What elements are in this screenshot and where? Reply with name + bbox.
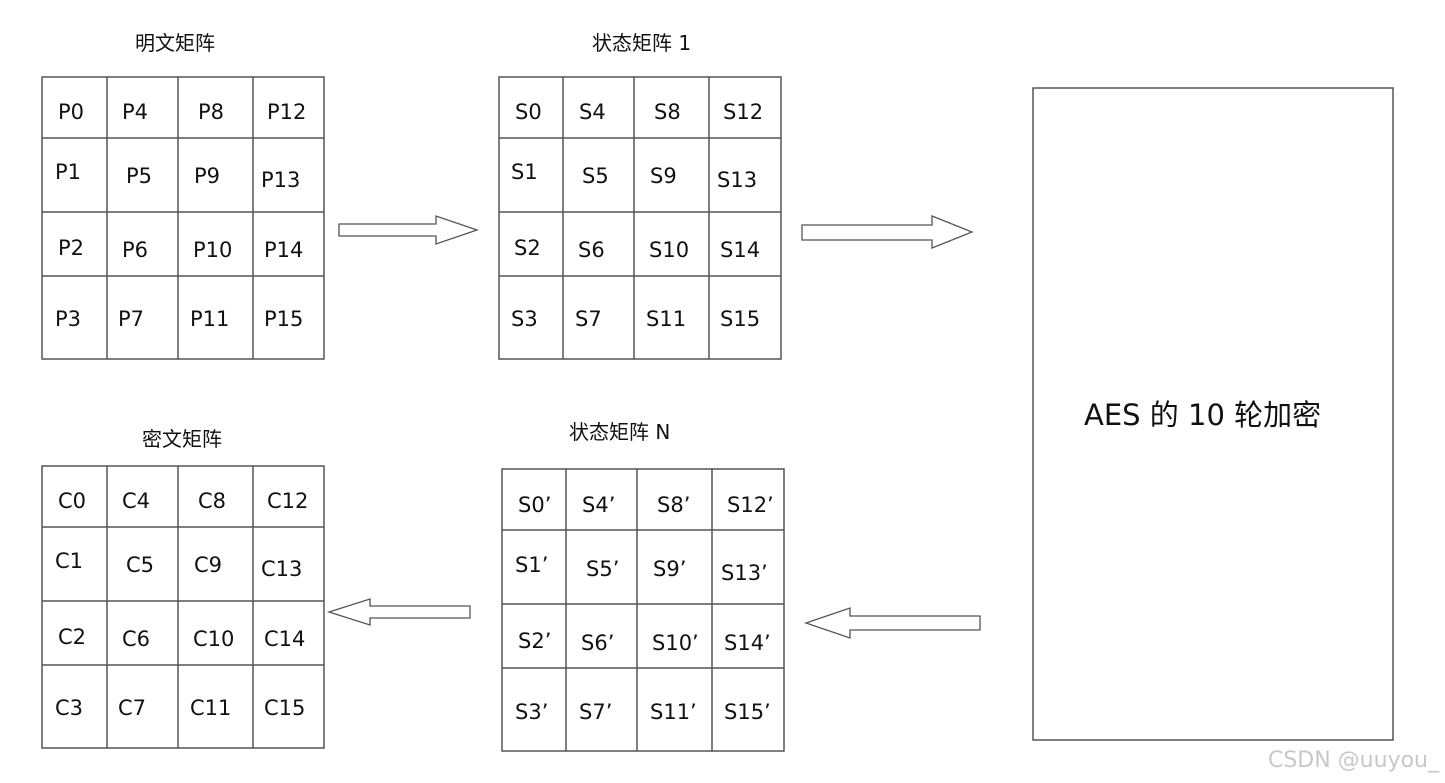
plaintext-cell: P7 (118, 307, 145, 331)
stateN-cell: S13’ (721, 561, 768, 585)
stateN-cell: S11’ (650, 700, 697, 724)
ciphertext-cell: C8 (198, 489, 227, 513)
plaintext-cell: P5 (126, 164, 153, 188)
ciphertext-cell: C4 (122, 489, 151, 513)
plaintext-cell: P15 (264, 307, 304, 331)
ciphertext-cell: C3 (55, 696, 84, 720)
ciphertext-cell: C2 (58, 625, 87, 649)
state1-cell: S2 (514, 236, 541, 260)
plaintext-cell: P13 (261, 168, 301, 192)
state1-cell: S0 (515, 100, 542, 124)
stateN-cell: S0’ (518, 493, 552, 517)
state1-grid (498, 76, 782, 360)
stateN-cell: S4’ (582, 493, 616, 517)
stateN-cell: S10’ (652, 631, 699, 655)
state1-cell: S6 (578, 238, 605, 262)
ciphertext-grid (41, 465, 325, 749)
ciphertext-cell: C9 (194, 553, 223, 577)
stateN-cell: S5’ (586, 557, 620, 581)
stateN-grid (501, 468, 785, 752)
arrow-stateN-to-ciphertext (326, 598, 471, 626)
ciphertext-cell: C0 (58, 489, 87, 513)
ciphertext-title: 密文矩阵 (142, 427, 222, 451)
arrow-aes-to-stateN (803, 607, 981, 639)
state1-cell: S8 (654, 100, 681, 124)
plaintext-cell: P1 (55, 160, 82, 184)
plaintext-cell: P9 (194, 164, 221, 188)
stateN-title: 状态矩阵 N (569, 420, 671, 444)
ciphertext-cell: C5 (126, 553, 155, 577)
watermark: CSDN @uuyou_ (1267, 748, 1439, 773)
plaintext-cell: P10 (193, 238, 233, 262)
arrow-plaintext-to-state1 (338, 215, 480, 245)
state1-cell: S13 (717, 168, 758, 192)
stateN-cell: S14’ (724, 631, 771, 655)
plaintext-cell: P14 (264, 238, 304, 262)
stateN-cell: S9’ (653, 557, 687, 581)
ciphertext-cell: C10 (193, 627, 235, 651)
plaintext-cell: P3 (55, 307, 82, 331)
state1-cell: S12 (723, 100, 764, 124)
aes-box (1032, 87, 1394, 741)
ciphertext-cell: C14 (264, 627, 306, 651)
plaintext-cell: P8 (198, 100, 225, 124)
stateN-cell: S3’ (515, 700, 549, 724)
plaintext-title: 明文矩阵 (135, 31, 215, 55)
plaintext-cell: P2 (58, 236, 85, 260)
stateN-cell: S12’ (727, 493, 774, 517)
aes-box-label: AES 的 10 轮加密 (1084, 398, 1322, 432)
stateN-cell: S15’ (724, 700, 771, 724)
ciphertext-cell: C7 (118, 696, 147, 720)
ciphertext-cell: C6 (122, 627, 151, 651)
stateN-cell: S6’ (581, 631, 615, 655)
plaintext-cell: P4 (122, 100, 149, 124)
ciphertext-cell: C15 (264, 696, 306, 720)
state1-cell: S14 (720, 238, 761, 262)
state1-cell: S3 (511, 307, 538, 331)
ciphertext-cell: C1 (55, 549, 84, 573)
stateN-cell: S1’ (515, 553, 549, 577)
plaintext-cell: P11 (190, 307, 230, 331)
stateN-cell: S7’ (579, 700, 613, 724)
ciphertext-cell: C13 (261, 557, 303, 581)
plaintext-cell: P0 (58, 100, 85, 124)
state1-cell: S15 (720, 307, 761, 331)
stateN-cell: S8’ (657, 493, 691, 517)
ciphertext-cell: C12 (267, 489, 309, 513)
state1-cell: S10 (649, 238, 690, 262)
arrow-state1-to-aes (801, 215, 974, 249)
state1-cell: S1 (511, 160, 538, 184)
state1-cell: S7 (575, 307, 602, 331)
plaintext-cell: P12 (267, 100, 307, 124)
plaintext-grid (41, 76, 325, 360)
state1-cell: S4 (579, 100, 606, 124)
state1-cell: S11 (646, 307, 687, 331)
state1-title: 状态矩阵 1 (592, 31, 692, 55)
state1-cell: S9 (650, 164, 677, 188)
stateN-cell: S2’ (518, 629, 552, 653)
ciphertext-cell: C11 (190, 696, 232, 720)
plaintext-cell: P6 (122, 238, 149, 262)
state1-cell: S5 (582, 164, 609, 188)
